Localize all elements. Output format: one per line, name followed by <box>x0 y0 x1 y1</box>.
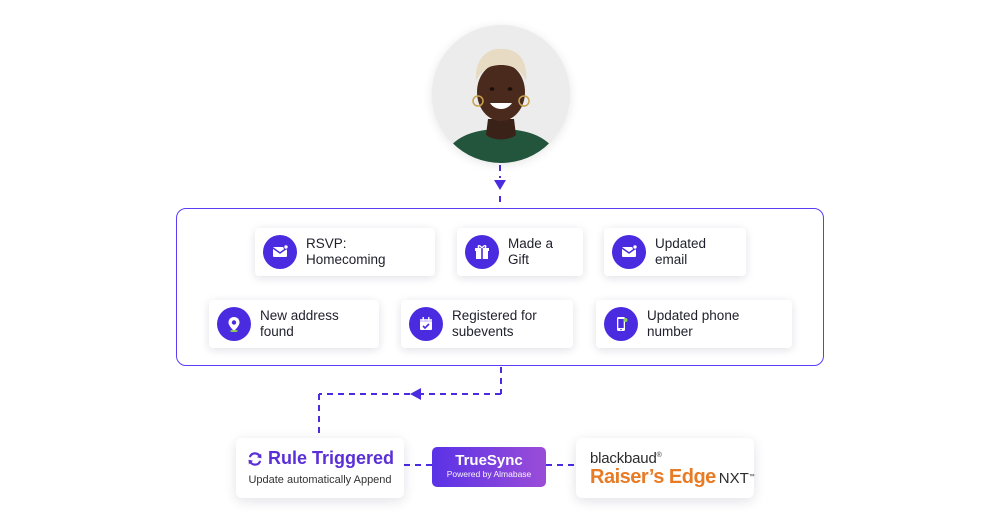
email-update-icon <box>612 235 646 269</box>
arrow-left-icon <box>410 388 421 400</box>
event-card-phone: Updated phone number <box>596 300 792 348</box>
email-icon <box>263 235 297 269</box>
event-card-gift: Made a Gift <box>457 228 583 276</box>
event-card-email: Updated email <box>604 228 746 276</box>
calendar-icon <box>409 307 443 341</box>
event-card-subevents: Registered for subevents <box>401 300 573 348</box>
truesync-badge: TrueSync Powered by Almabase <box>432 447 546 487</box>
event-label: Registered for subevents <box>452 308 537 339</box>
rule-subtitle: Update automatically Append <box>248 474 392 486</box>
blackbaud-logo-text: blackbaud® <box>590 450 662 467</box>
phone-icon <box>604 307 638 341</box>
rule-title: Rule Triggered <box>267 448 395 468</box>
gift-icon <box>465 235 499 269</box>
event-label: Updated phone number <box>647 308 740 339</box>
event-card-address: New address found <box>209 300 379 348</box>
truesync-title: TrueSync <box>455 452 523 469</box>
location-pin-icon <box>217 307 251 341</box>
event-card-rsvp: RSVP: Homecoming <box>255 228 435 276</box>
sync-icon <box>248 451 262 466</box>
event-label: RSVP: Homecoming <box>306 236 386 267</box>
rule-triggered-card: Rule Triggered Update automatically Appe… <box>236 438 404 498</box>
profile-photo <box>432 25 570 163</box>
event-label: New address found <box>260 308 339 339</box>
event-label: Updated email <box>655 236 707 267</box>
truesync-subtitle: Powered by Almabase <box>446 469 532 479</box>
arrow-down-icon <box>494 180 506 190</box>
event-label: Made a Gift <box>508 236 554 267</box>
